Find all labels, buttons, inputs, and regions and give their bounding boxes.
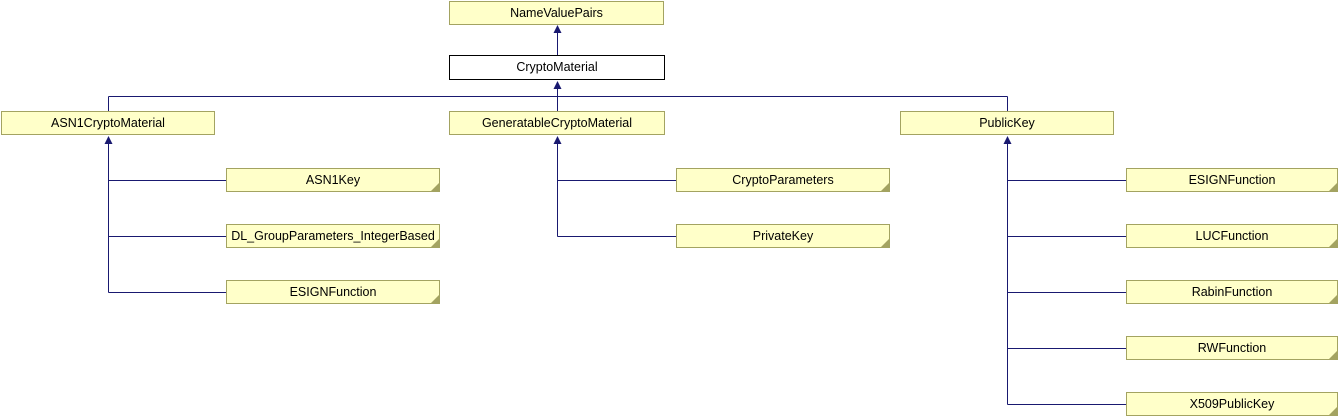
node-asn1key[interactable]: ASN1Key (226, 168, 440, 192)
node-lucfunction[interactable]: LUCFunction (1126, 224, 1338, 248)
fold-corner-icon (1328, 182, 1338, 192)
arrowhead-icon (1003, 136, 1012, 144)
node-publickey[interactable]: PublicKey (900, 111, 1114, 135)
fold-corner-icon (430, 182, 440, 192)
node-esignfunction-right[interactable]: ESIGNFunction (1126, 168, 1338, 192)
edge-level2-bus (108, 88, 1008, 111)
edge-publickey-children (1007, 143, 1126, 405)
fold-corner-icon (880, 238, 890, 248)
edge-generatable-children (557, 143, 676, 237)
node-label: DL_GroupParameters_IntegerBased (231, 228, 435, 243)
fold-corner-icon (1328, 350, 1338, 360)
node-rwfunction[interactable]: RWFunction (1126, 336, 1338, 360)
node-cryptomaterial: CryptoMaterial (449, 55, 665, 80)
fold-corner-icon (430, 294, 440, 304)
fold-corner-icon (880, 182, 890, 192)
node-label: RabinFunction (1191, 284, 1273, 299)
node-label: ESIGNFunction (289, 284, 377, 299)
node-label: PrivateKey (752, 228, 814, 243)
fold-corner-icon (1328, 238, 1338, 248)
arrowhead-icon (104, 136, 113, 144)
node-privatekey[interactable]: PrivateKey (676, 224, 890, 248)
node-esignfunction-left[interactable]: ESIGNFunction (226, 280, 440, 304)
fold-corner-icon (1328, 406, 1338, 416)
node-namevaluepairs[interactable]: NameValuePairs (449, 1, 664, 25)
arrowhead-icon (553, 25, 562, 33)
node-label: ASN1CryptoMaterial (51, 115, 165, 130)
node-x509publickey[interactable]: X509PublicKey (1126, 392, 1338, 416)
node-rabinfunction[interactable]: RabinFunction (1126, 280, 1338, 304)
fold-corner-icon (430, 238, 440, 248)
node-label: GeneratableCryptoMaterial (481, 115, 633, 130)
node-generatablecryptomaterial[interactable]: GeneratableCryptoMaterial (449, 111, 665, 135)
arrowhead-icon (553, 136, 562, 144)
node-label: CryptoMaterial (516, 60, 598, 75)
fold-corner-icon (1328, 294, 1338, 304)
node-label: CryptoParameters (732, 172, 834, 187)
node-cryptoparameters[interactable]: CryptoParameters (676, 168, 890, 192)
edge-asn1-children (108, 143, 226, 293)
node-label: PublicKey (979, 115, 1035, 130)
node-asn1cryptomaterial[interactable]: ASN1CryptoMaterial (1, 111, 215, 135)
arrowhead-icon (553, 81, 562, 89)
node-label: ASN1Key (305, 172, 361, 187)
node-label: NameValuePairs (510, 5, 603, 20)
node-label: ESIGNFunction (1188, 172, 1276, 187)
node-label: X509PublicKey (1189, 396, 1275, 411)
node-label: LUCFunction (1195, 228, 1269, 243)
node-label: RWFunction (1197, 340, 1267, 355)
node-dl-groupparameters-integerbased[interactable]: DL_GroupParameters_IntegerBased (226, 224, 440, 248)
